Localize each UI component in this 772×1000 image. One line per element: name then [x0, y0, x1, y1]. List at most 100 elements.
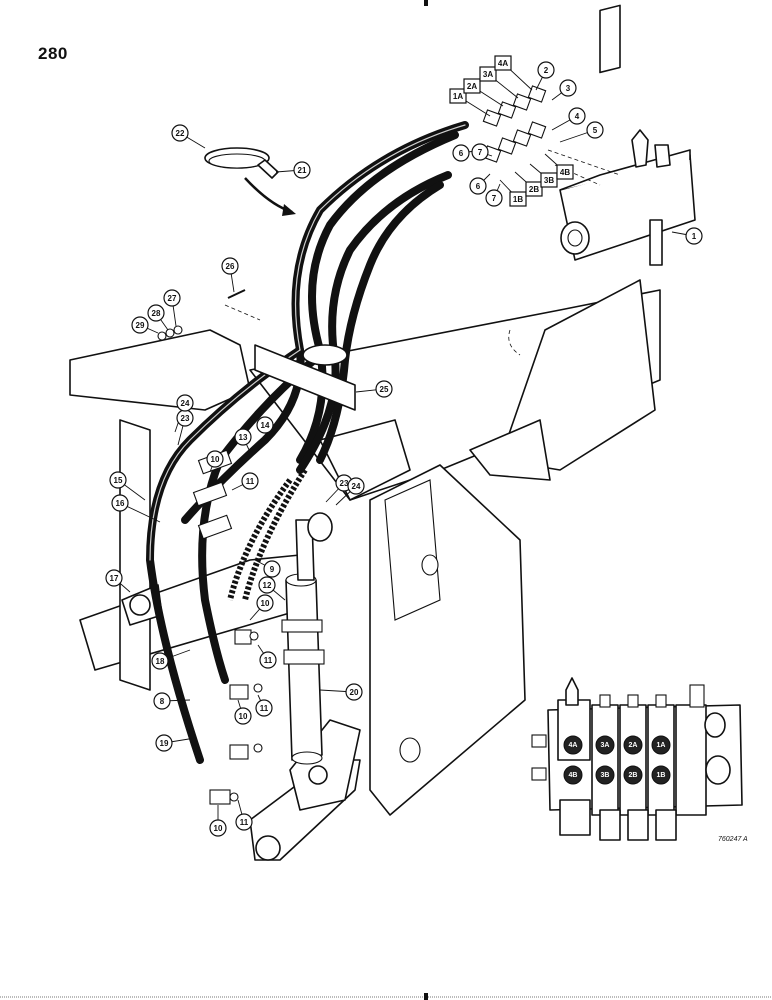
callout-bubble — [568, 107, 586, 125]
callout-label: 5 — [593, 126, 598, 135]
callout-bubble — [556, 164, 574, 180]
callout-2b: 2B — [525, 181, 543, 197]
callout-9: 9 — [263, 560, 281, 578]
callout-4b: 4B — [556, 164, 574, 180]
callout-18: 18 — [151, 652, 169, 670]
callout-bubble — [171, 124, 189, 142]
callout-2a: 2A — [463, 78, 481, 94]
lower-boom — [249, 719, 361, 861]
clamp-arrowhead — [282, 204, 296, 216]
callout-label: 26 — [226, 262, 235, 271]
spool-label-2b: 2B — [623, 765, 643, 785]
callout-bubble — [494, 55, 512, 71]
callout-label: 25 — [380, 385, 389, 394]
callout-6: 6 — [452, 144, 470, 162]
spool-label-4a: 4A — [563, 735, 583, 755]
page-number: 280 — [38, 44, 68, 63]
callout-bubble — [452, 144, 470, 162]
callout-6: 6 — [469, 177, 487, 195]
callout-label: 24 — [352, 482, 361, 491]
callout-label: 10 — [239, 712, 248, 721]
callout-label: 3B — [544, 176, 554, 185]
callout-11: 11 — [235, 813, 253, 831]
callout-bubble — [151, 652, 169, 670]
callout-24: 24 — [176, 394, 194, 412]
svg-text:1A: 1A — [657, 742, 666, 749]
callout-bubble — [345, 683, 363, 701]
callout-21: 21 — [293, 161, 311, 179]
callout-label: 10 — [214, 824, 223, 833]
callout-bubble — [153, 692, 171, 710]
callout-1a: 1A — [449, 88, 467, 104]
callout-label: 24 — [181, 399, 190, 408]
callout-3a: 3A — [479, 66, 497, 82]
callout-bubble — [235, 813, 253, 831]
callout-bubble — [105, 569, 123, 587]
callout-bubble — [131, 316, 149, 334]
svg-text:2B: 2B — [629, 772, 638, 779]
valve-inset-spool-labels: 4A 3A 2A 1A 4B 3B 2B 1B — [563, 735, 671, 785]
callout-label: 4B — [560, 168, 570, 177]
callout-bubble — [206, 450, 224, 468]
callout-3: 3 — [559, 79, 577, 97]
callout-22: 22 — [171, 124, 189, 142]
callout-25: 25 — [375, 380, 393, 398]
callout-7: 7 — [485, 189, 503, 207]
callout-bubble — [469, 177, 487, 195]
callout-7: 7 — [471, 143, 489, 161]
spool-label-1b: 1B — [651, 765, 671, 785]
callout-16: 16 — [111, 494, 129, 512]
callout-23: 23 — [176, 409, 194, 427]
callout-label: 9 — [270, 565, 275, 574]
callout-3b: 3B — [540, 172, 558, 188]
callout-bubble — [509, 191, 527, 207]
callout-bubble — [209, 819, 227, 837]
callout-label: 6 — [459, 149, 464, 158]
callout-10: 10 — [256, 594, 274, 612]
hose-bracket — [254, 344, 356, 411]
bottom-edge-mark — [424, 993, 428, 1000]
callout-label: 10 — [211, 455, 220, 464]
callout-label: 14 — [261, 421, 270, 430]
callout-1b: 1B — [509, 191, 527, 207]
callout-10: 10 — [206, 450, 224, 468]
hydraulic-cylinder — [281, 512, 333, 765]
callout-bubble — [256, 594, 274, 612]
callout-bubble — [540, 172, 558, 188]
callout-bubble — [263, 560, 281, 578]
callout-bubbles: 1234566778910101010111111111213141516171… — [105, 55, 703, 837]
callout-label: 16 — [116, 499, 125, 508]
assembly-line — [508, 329, 521, 356]
callout-bubble — [256, 416, 274, 434]
top-edge-mark — [424, 0, 428, 6]
callout-label: 10 — [261, 599, 270, 608]
spool-label-3b: 3B — [595, 765, 615, 785]
svg-text:1B: 1B — [657, 772, 666, 779]
callout-label: 15 — [114, 476, 123, 485]
callout-4a: 4A — [494, 55, 512, 71]
loader-frame-arm — [69, 329, 301, 691]
callout-bubble — [234, 428, 252, 446]
callout-bubble — [375, 380, 393, 398]
svg-text:2A: 2A — [629, 742, 638, 749]
callout-label: 3 — [566, 84, 571, 93]
callout-bubble — [259, 651, 277, 669]
callout-11: 11 — [259, 651, 277, 669]
callout-label: 12 — [263, 581, 272, 590]
callout-bubble — [479, 66, 497, 82]
hose-clamp — [204, 147, 279, 179]
callout-bubble — [147, 304, 165, 322]
callout-label: 21 — [298, 166, 307, 175]
svg-text:3A: 3A — [601, 742, 610, 749]
spool-label-4b: 4B — [563, 765, 583, 785]
valve-fittings — [482, 85, 547, 163]
callout-bubble — [685, 227, 703, 245]
callout-bubble — [463, 78, 481, 94]
assembly-line — [224, 304, 261, 321]
callout-label: 1B — [513, 195, 523, 204]
hose-bundle — [145, 121, 469, 764]
callout-label: 8 — [160, 697, 165, 706]
callout-label: 22 — [176, 129, 185, 138]
callout-bubble — [258, 576, 276, 594]
